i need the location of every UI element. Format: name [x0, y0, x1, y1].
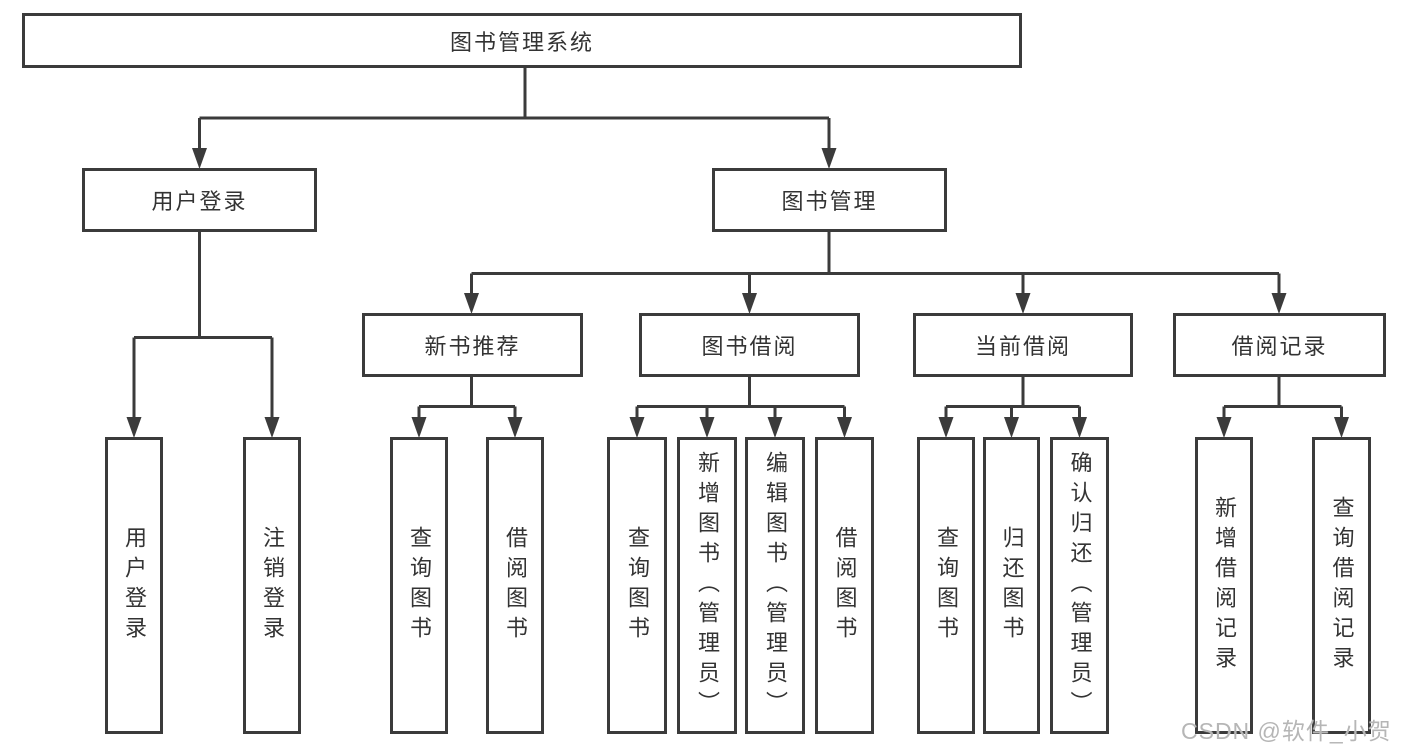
edge-book-mgmt-to-level3 [470, 232, 1281, 294]
node-label: 图书管理 [781, 189, 878, 214]
node-new-book-recommend: 新书推荐 [362, 313, 583, 377]
arrow-icon [699, 417, 715, 438]
leaf-return-book: 归还图书 [983, 437, 1040, 734]
leaf-edit-book-admin: 编辑图书（管理员） [745, 437, 805, 734]
leaf-logout-login: 注销登录 [243, 437, 301, 734]
arrow-icon [1072, 417, 1087, 438]
node-library-management-system: 图书管理系统 [22, 13, 1022, 68]
leaf-query-book-recommend: 查询图书 [390, 437, 448, 734]
node-label: 借阅图书 [832, 525, 858, 646]
arrow-icon [1271, 293, 1287, 314]
node-user-login: 用户登录 [82, 168, 317, 232]
node-label: 归还图书 [999, 525, 1025, 646]
node-label: 注销登录 [260, 525, 285, 646]
arrow-icon [938, 417, 954, 438]
edge-borrow-records-to-leaves [1222, 377, 1343, 418]
leaf-borrow-book-recommend: 借阅图书 [486, 437, 544, 734]
edge-new-book-to-leaves [417, 377, 517, 418]
node-label: 查询图书 [625, 525, 650, 646]
leaf-query-book-borrow: 查询图书 [607, 437, 667, 734]
node-book-borrow: 图书借阅 [639, 313, 860, 377]
node-book-management: 图书管理 [712, 168, 947, 232]
node-label: 查询图书 [407, 525, 432, 646]
arrowheads [126, 148, 1349, 438]
arrow-icon [411, 417, 427, 438]
leaf-confirm-return-admin: 确认归还（管理员） [1050, 437, 1109, 734]
node-label: 查询图书 [934, 525, 959, 646]
arrow-icon [767, 417, 783, 438]
arrow-icon [1004, 417, 1019, 438]
node-label: 当前借阅 [974, 334, 1071, 359]
leaf-query-book-current: 查询图书 [917, 437, 975, 734]
node-label: 用户登录 [122, 525, 147, 646]
node-label: 查询借阅记录 [1329, 495, 1355, 676]
leaf-add-book-admin: 新增图书（管理员） [677, 437, 737, 734]
leaf-query-borrow-record: 查询借阅记录 [1312, 437, 1371, 734]
node-label: 图书借阅 [701, 334, 798, 359]
node-label: 确认归还（管理员） [1067, 450, 1093, 721]
node-label: 借阅记录 [1231, 334, 1328, 359]
arrow-icon [192, 148, 207, 169]
arrow-icon [1334, 417, 1349, 438]
arrow-icon [264, 417, 280, 438]
arrow-icon [507, 417, 523, 438]
leaf-borrow-book: 借阅图书 [815, 437, 874, 734]
node-label: 新增图书（管理员） [695, 450, 720, 721]
node-label: 编辑图书（管理员） [763, 450, 788, 721]
node-label: 用户登录 [151, 189, 248, 214]
arrow-icon [464, 293, 479, 314]
arrow-icon [629, 417, 645, 438]
edge-current-borrow-to-leaves [944, 377, 1081, 418]
csdn-watermark: CSDN @软件_小贺同学 [1181, 718, 1392, 744]
node-label: 新书推荐 [424, 334, 521, 359]
leaf-user-login: 用户登录 [105, 437, 163, 734]
node-label: 新增借阅记录 [1212, 495, 1237, 676]
node-label: 借阅图书 [503, 525, 528, 646]
arrow-icon [821, 148, 837, 169]
arrow-icon [1216, 417, 1232, 438]
leaf-add-borrow-record: 新增借阅记录 [1195, 437, 1253, 734]
node-borrow-records: 借阅记录 [1173, 313, 1386, 377]
node-current-borrow: 当前借阅 [913, 313, 1133, 377]
edge-root-to-level2 [198, 66, 831, 149]
arrow-icon [1015, 293, 1031, 314]
arrow-icon [742, 293, 757, 314]
node-label: 图书管理系统 [449, 29, 594, 55]
arrow-icon [837, 417, 852, 438]
edge-book-borrow-to-leaves [635, 377, 846, 418]
edge-user-login-to-leaves [132, 232, 274, 418]
arrow-icon [126, 417, 142, 438]
